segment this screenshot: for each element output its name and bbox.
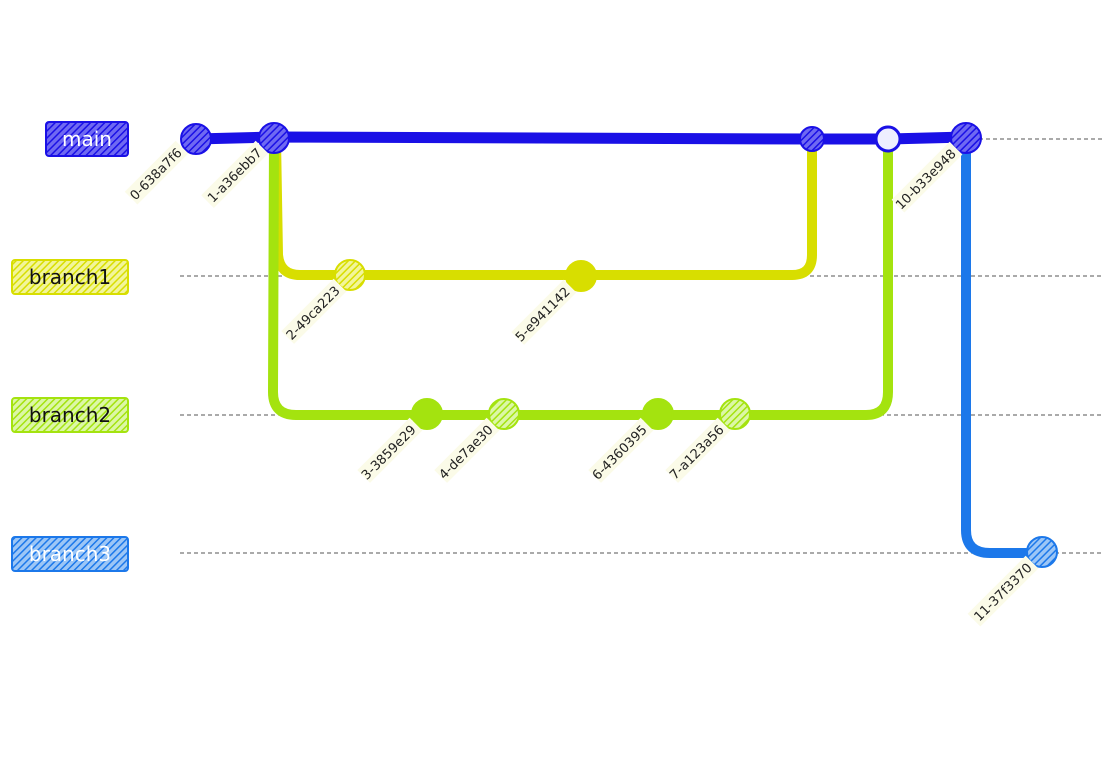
commit-label-bg bbox=[201, 140, 269, 208]
commit-node bbox=[258, 122, 290, 154]
commit-node bbox=[642, 398, 674, 430]
commit-node bbox=[334, 259, 366, 291]
branch-label-text: branch3 bbox=[29, 542, 111, 566]
branch3-path bbox=[961, 134, 1047, 558]
commit-node bbox=[950, 122, 982, 154]
branch-label-box bbox=[11, 536, 129, 572]
commit-label-bg bbox=[588, 417, 654, 483]
branch-label-box bbox=[45, 121, 129, 157]
commit-node bbox=[411, 398, 443, 430]
commit-node bbox=[180, 123, 212, 155]
commit-node bbox=[1026, 536, 1058, 568]
commit-label: 1-a36ebb7 bbox=[205, 146, 265, 206]
commit-label: 6-4360395 bbox=[590, 423, 651, 484]
commit-node bbox=[719, 398, 751, 430]
commit-label: 0-638a7f6 bbox=[128, 146, 186, 204]
commit-9 bbox=[874, 125, 902, 153]
branch-label-box bbox=[11, 397, 129, 433]
branch-label-branch3: branch3 bbox=[11, 536, 129, 572]
merge-commit-node bbox=[874, 125, 902, 153]
commit-8 bbox=[799, 126, 825, 152]
merge-commit-node bbox=[799, 126, 825, 152]
commit-label: 7-a123a56 bbox=[667, 423, 727, 483]
branch-label-main: main bbox=[45, 121, 129, 157]
commit-label-bg bbox=[357, 417, 423, 483]
branch1-path bbox=[271, 134, 817, 280]
commit-label-bg bbox=[967, 555, 1039, 627]
commit-label: 10-b33e948 bbox=[893, 147, 959, 213]
branch-label-branch2: branch2 bbox=[11, 397, 129, 433]
commit-label: 2-49ca223 bbox=[284, 284, 344, 344]
commit-label-bg bbox=[891, 141, 963, 213]
commit-label: 11-37f3370 bbox=[972, 561, 1036, 625]
branch-label-box bbox=[11, 259, 129, 295]
branch2-path bbox=[268, 134, 893, 420]
commit-label-bg bbox=[511, 279, 577, 345]
commit-node bbox=[488, 398, 520, 430]
commit-label: 5-e941142 bbox=[513, 285, 574, 346]
commit-label-bg bbox=[281, 278, 347, 344]
branch-label-text: main bbox=[62, 127, 112, 151]
branch-label-text: branch2 bbox=[29, 403, 111, 427]
commit-label-bg bbox=[124, 140, 189, 205]
commit-label: 3-3859e29 bbox=[359, 423, 420, 484]
commit-label-bg bbox=[665, 417, 731, 483]
commit-0: 0-638a7f6 bbox=[124, 123, 212, 205]
main-path bbox=[190, 131, 972, 145]
branch-label-branch1: branch1 bbox=[11, 259, 129, 295]
commit-node bbox=[565, 260, 597, 292]
branch-label-text: branch1 bbox=[29, 265, 111, 289]
commit-label: 4-de7ae30 bbox=[436, 423, 496, 483]
commit-label-bg bbox=[434, 417, 500, 483]
